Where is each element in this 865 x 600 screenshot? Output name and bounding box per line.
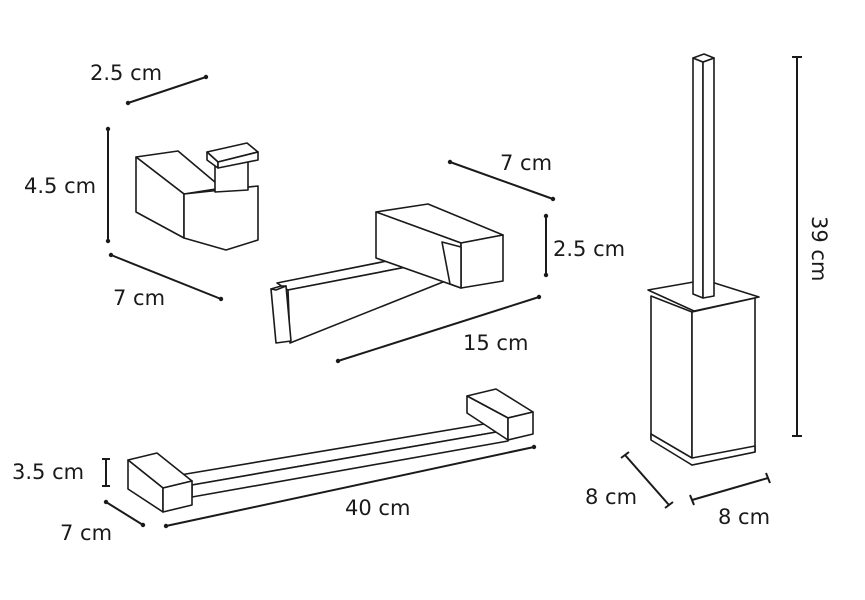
paper-holder <box>270 203 504 344</box>
towel-bar <box>127 388 534 513</box>
bar-height-label: 3.5 cm <box>12 460 84 484</box>
holder-depth-line <box>449 161 554 200</box>
toilet-brush-dimensions: 39 cm 8 cm 8 cm <box>585 56 831 529</box>
paper-holder-dimensions: 7 cm 2.5 cm 15 cm <box>335 151 625 364</box>
brush-height-label: 39 cm <box>807 216 831 281</box>
holder-base-side <box>460 234 504 289</box>
holder-depth-dot-a <box>447 159 453 165</box>
bar-depth-dot-b <box>140 522 146 528</box>
brush-holder-side <box>691 297 756 466</box>
brush-depth-line <box>624 454 670 506</box>
bar-length-line <box>165 446 535 527</box>
bar-depth-label: 7 cm <box>60 521 112 545</box>
hook-width-label: 2.5 cm <box>90 61 162 85</box>
brush-handle-front <box>692 57 704 299</box>
holder-length-dot-a <box>335 358 341 364</box>
hook-width-dot-b <box>203 74 209 80</box>
holder-height-dot-b <box>543 272 549 278</box>
brush-handle-side <box>702 57 715 299</box>
brush-width-label: 8 cm <box>718 505 770 529</box>
hook-depth-line <box>110 254 222 300</box>
bar-length-dot-b <box>531 444 537 450</box>
hook-depth-dot-a <box>108 252 114 258</box>
holder-height-dot-a <box>543 213 549 219</box>
hook-height-dot-b <box>105 238 111 244</box>
bar-depth-dot-a <box>103 499 109 505</box>
bar-left-side <box>162 480 193 513</box>
brush-width-cap-a <box>689 494 695 506</box>
hook-cap-face <box>217 151 259 169</box>
hook-height-dot-a <box>105 126 111 132</box>
bar-length-dot-a <box>163 523 169 529</box>
hook-depth-label: 7 cm <box>113 286 165 310</box>
hook-width-dot-a <box>125 100 131 106</box>
brush-width-cap-b <box>765 472 771 484</box>
bar-depth-line <box>105 501 144 526</box>
bar-length-label: 40 cm <box>345 496 410 520</box>
brush-depth-cap-b <box>664 501 674 509</box>
bar-rod-top <box>179 419 509 486</box>
hook-dimensions: 2.5 cm 4.5 cm 7 cm <box>24 61 224 310</box>
brush-handle-top <box>692 53 715 63</box>
towel-bar-dimensions: 3.5 cm 7 cm 40 cm <box>12 444 537 545</box>
hook-height-label: 4.5 cm <box>24 174 96 198</box>
toilet-brush <box>647 53 760 466</box>
holder-height-label: 2.5 cm <box>553 237 625 261</box>
hook-cap-front <box>183 185 259 251</box>
bar-right-side <box>507 411 534 441</box>
brush-depth-label: 8 cm <box>585 485 637 509</box>
holder-length-dot-b <box>536 294 542 300</box>
brush-holder-base <box>650 433 756 466</box>
brush-width-line <box>691 477 769 501</box>
robe-hook <box>135 142 259 251</box>
holder-end-cap-top <box>270 285 287 291</box>
holder-depth-dot-b <box>550 196 556 202</box>
hook-width-line <box>127 76 207 104</box>
holder-length-line <box>337 296 540 362</box>
holder-base-recess <box>441 241 462 289</box>
brush-depth-cap-a <box>620 451 630 459</box>
hook-depth-dot-b <box>218 296 224 302</box>
holder-length-label: 15 cm <box>463 331 528 355</box>
holder-depth-label: 7 cm <box>500 151 552 175</box>
